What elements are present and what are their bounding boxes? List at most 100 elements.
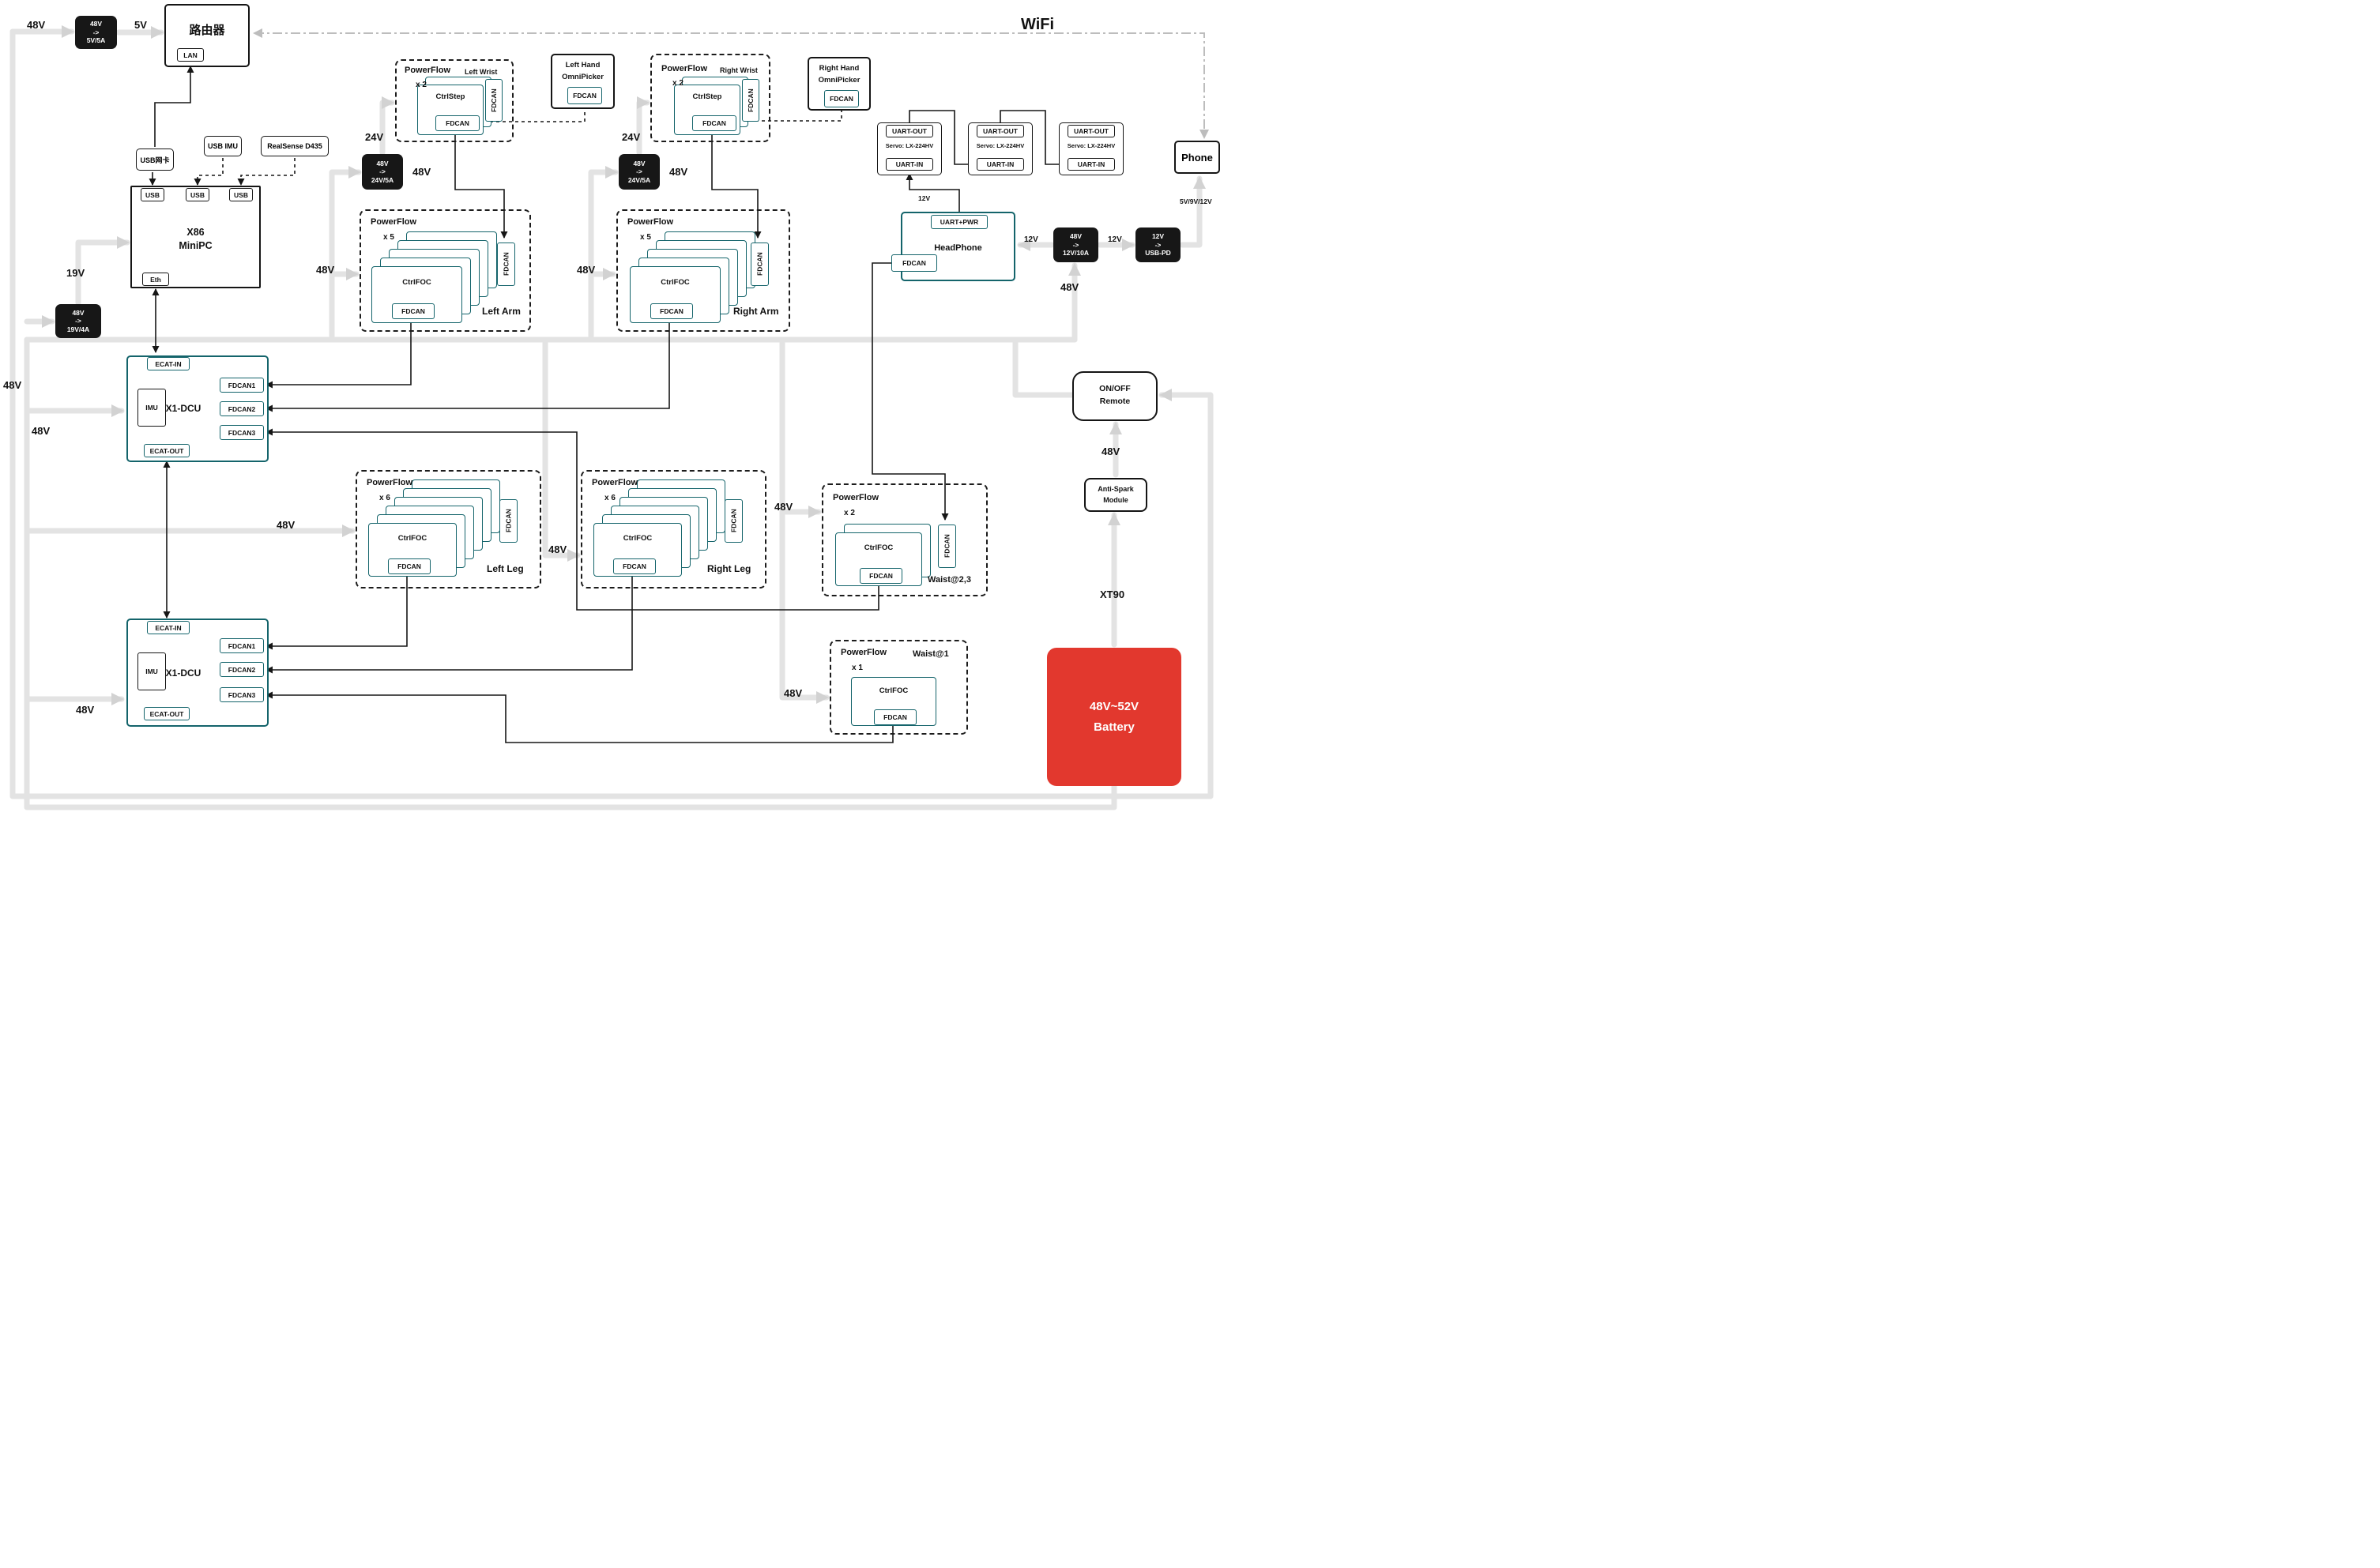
dcu2-fdcan3-port: FDCAN3 bbox=[220, 687, 264, 702]
fdcan-port: FDCAN bbox=[392, 303, 435, 319]
converter-48v-19v: 48V -> 19V/4A bbox=[55, 304, 101, 338]
converter-12v-usbpd: 12V -> USB-PD bbox=[1135, 227, 1181, 262]
ctrl-label: CtrlFOC bbox=[623, 534, 653, 543]
module-card-front: CtrlFOC FDCAN bbox=[835, 532, 922, 586]
hand-title: Right Hand bbox=[819, 64, 860, 73]
left-hand-fdcan-port: FDCAN bbox=[567, 87, 602, 104]
converter-arrow: -> bbox=[75, 317, 81, 325]
eth-port: Eth bbox=[142, 273, 169, 286]
pf-title: PowerFlow bbox=[367, 478, 413, 487]
pf-name: Left Arm bbox=[482, 306, 521, 317]
pf-title: PowerFlow bbox=[405, 66, 451, 75]
remote-box: ON/OFF Remote bbox=[1072, 371, 1158, 421]
wire-label-48v-arm-right: 48V bbox=[577, 264, 596, 276]
pf-count: x 2 bbox=[844, 509, 855, 517]
dcu2-imu: IMU bbox=[137, 652, 166, 690]
converter-in: 48V bbox=[633, 159, 646, 167]
pf-name: Left Wrist bbox=[465, 68, 498, 76]
wire-label-xt90: XT90 bbox=[1100, 588, 1125, 600]
dcu1-fdcan3-port: FDCAN3 bbox=[220, 425, 264, 440]
dcu2-fdcan1-port: FDCAN1 bbox=[220, 638, 264, 653]
wire-label-48v-waist23: 48V bbox=[774, 501, 793, 513]
wiring-layer bbox=[9, 25, 1214, 810]
ctrl-label: CtrlStep bbox=[692, 92, 722, 101]
fdcan-port: FDCAN bbox=[860, 568, 902, 584]
servo-name: Servo: LX-224HV bbox=[1067, 142, 1116, 149]
converter-out: 24V/5A bbox=[371, 175, 394, 184]
servo-name: Servo: LX-224HV bbox=[976, 142, 1025, 149]
wifi-wire bbox=[253, 28, 1209, 139]
right-hand-fdcan-port: FDCAN bbox=[824, 90, 859, 107]
minipc-title-line1: X86 bbox=[186, 227, 205, 238]
wire-label-phone-power: 5V/9V/12V bbox=[1180, 197, 1212, 205]
diagram-canvas: 48V 48V -> 5V/5A 5V 路由器 LAN WiFi USB网卡 U… bbox=[0, 0, 1222, 815]
wire-label-48v-left-edge: 48V bbox=[3, 379, 22, 391]
module-card-front: CtrlFOC FDCAN bbox=[371, 266, 462, 323]
converter-in: 48V bbox=[72, 308, 85, 317]
powerflow-left-wrist: PowerFlow x 2 Left Wrist CtrlStep FDCAN … bbox=[395, 59, 514, 142]
wire-label-48v-leg-right: 48V bbox=[548, 543, 567, 555]
converter-out: 12V/10A bbox=[1062, 249, 1090, 258]
pf-count: x 6 bbox=[604, 494, 616, 502]
headphone-title: HeadPhone bbox=[934, 243, 982, 253]
servo2-uart-out: UART-OUT bbox=[977, 125, 1024, 137]
wire-label-12v-servo: 12V bbox=[918, 194, 931, 202]
fdcan-port: FDCAN bbox=[874, 709, 917, 725]
battery-box: 48V~52V Battery bbox=[1047, 648, 1181, 786]
fdcan-port: FDCAN bbox=[388, 558, 431, 574]
wire-label-48v-dcu2: 48V bbox=[76, 704, 95, 716]
fdcan-tab: FDCAN bbox=[485, 79, 503, 122]
usb-port-3: USB bbox=[229, 188, 253, 201]
pf-name: Waist@1 bbox=[913, 649, 949, 659]
fdcan-port: FDCAN bbox=[435, 115, 480, 131]
wire-label-5v: 5V bbox=[134, 19, 147, 31]
antispark-line1: Anti-Spark bbox=[1098, 485, 1134, 493]
pf-title: PowerFlow bbox=[371, 217, 417, 227]
wire-label-48v-topleft: 48V bbox=[27, 19, 46, 31]
wire-label-48v-wrist-left: 48V bbox=[412, 166, 431, 178]
fdcan-tab: FDCAN bbox=[751, 243, 769, 286]
hand-subtitle: OmniPicker bbox=[818, 76, 860, 85]
converter-in: 48V bbox=[376, 159, 389, 167]
pf-count: x 6 bbox=[379, 494, 390, 502]
pf-count: x 5 bbox=[383, 233, 394, 242]
pf-name: Right Wrist bbox=[720, 66, 758, 74]
hand-title: Left Hand bbox=[565, 61, 601, 70]
wire-label-48v-converter12: 48V bbox=[1060, 281, 1079, 293]
ctrl-label: CtrlFOC bbox=[661, 278, 690, 287]
module-card-front: CtrlStep FDCAN bbox=[674, 85, 740, 135]
dcu2-ecat-in-port: ECAT-IN bbox=[147, 621, 190, 634]
remote-line2: Remote bbox=[1099, 397, 1131, 406]
converter-arrow: -> bbox=[1072, 240, 1079, 249]
pf-count: x 5 bbox=[640, 233, 651, 242]
headphone-uart-pwr-port: UART+PWR bbox=[931, 215, 988, 229]
minipc-title-line2: MiniPC bbox=[179, 240, 213, 251]
powerflow-right-arm: PowerFlow x 5 CtrlFOC FDCAN FDCAN Right … bbox=[616, 209, 790, 332]
fdcan-tab: FDCAN bbox=[742, 79, 759, 122]
wire-label-48v-wrist-right: 48V bbox=[669, 166, 688, 178]
module-card-front: CtrlFOC FDCAN bbox=[851, 677, 936, 726]
converter-in: 12V bbox=[1151, 232, 1165, 241]
wire-label-19v: 19V bbox=[66, 267, 85, 279]
module-card-front: CtrlFOC FDCAN bbox=[630, 266, 721, 323]
dcu1-ecat-out-port: ECAT-OUT bbox=[144, 444, 190, 457]
fdcan-tab: FDCAN bbox=[938, 525, 956, 568]
ctrl-label: CtrlStep bbox=[435, 92, 465, 101]
converter-48v-24v-right: 48V -> 24V/5A bbox=[619, 154, 660, 190]
dcu1-imu: IMU bbox=[137, 389, 166, 427]
pf-title: PowerFlow bbox=[841, 648, 887, 657]
dcu1-fdcan1-port: FDCAN1 bbox=[220, 378, 264, 393]
pf-name: Right Leg bbox=[707, 563, 751, 574]
headphone-fdcan-port: FDCAN bbox=[891, 254, 937, 272]
converter-out: 5V/5A bbox=[86, 36, 106, 45]
wifi-label: WiFi bbox=[1021, 16, 1055, 33]
wire-label-48v-leg-left: 48V bbox=[277, 519, 296, 531]
usb-nic-box: USB网卡 bbox=[136, 149, 174, 171]
phone-box: Phone bbox=[1174, 141, 1220, 174]
converter-in: 48V bbox=[1069, 232, 1083, 241]
module-card-front: CtrlStep FDCAN bbox=[417, 85, 484, 135]
converter-arrow: -> bbox=[379, 167, 386, 176]
usb-port-2: USB bbox=[186, 188, 209, 201]
minipc-box: X86 MiniPC bbox=[130, 186, 261, 288]
converter-out: 19V/4A bbox=[66, 325, 90, 333]
